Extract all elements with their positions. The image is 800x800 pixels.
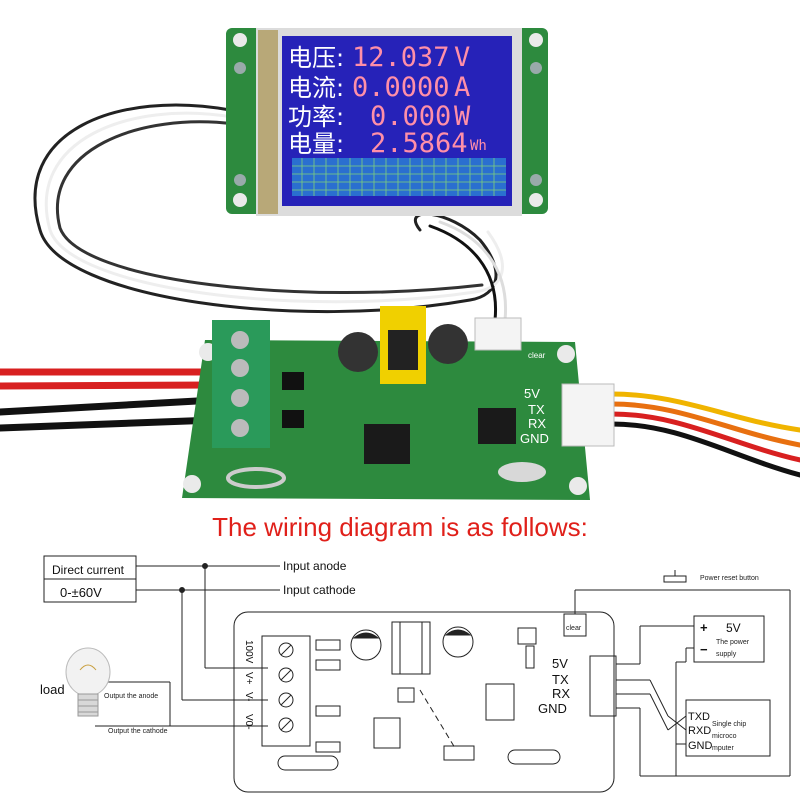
load-wires [0,368,219,432]
lcd-connector [474,317,522,351]
uart-wires [609,391,800,478]
terminal-label-vplus: V+ [243,672,254,685]
lcd-value-current: 0.0000 [352,72,450,103]
uart-connector [561,383,615,447]
wiring-caption: The wiring diagram is as follows: [212,512,588,542]
board-pin-tx: TX [528,402,545,417]
mcu-line3: mputer [712,745,734,752]
load-label: load [40,682,65,697]
psu-minus: − [700,642,708,657]
main-board: clear 5V TX RX GND [182,306,615,500]
mcu-pin-txd: TXD [688,711,710,723]
board-pin-5v: 5V [524,386,540,401]
shunt [226,467,286,489]
lcd-label-energy: 电量: [288,130,344,158]
lcd-unit-voltage: V [454,42,470,73]
diagram-clear-label: clear [566,625,582,632]
psu-voltage: 5V [726,621,741,635]
psu-plus: + [700,620,708,635]
psu-line1: The power [716,639,750,646]
mcu-pin-gnd: GND [688,740,713,752]
lightbulb-icon [65,647,111,717]
crystal [498,462,546,482]
lcd-unit-energy: Wh [470,138,487,154]
diagram-board [233,611,615,793]
dc-source-range: 0-±60V [60,585,102,600]
terminal-label-100v: 100V [243,640,254,664]
reset-button-label: Power reset button [700,575,759,582]
lcd-module: 电压: 12.037 V 电流: 0.0000 A 功率: 0.000 W 电量… [226,28,548,216]
diagram-pin-tx: TX [552,672,569,687]
diagram-pin-gnd: GND [538,701,567,716]
chip-2 [478,408,516,444]
board-pin-rx: RX [528,416,546,431]
psu-line2: supply [716,651,737,658]
lcd-unit-power: W [454,101,471,132]
input-cathode-label: Input cathode [283,583,356,597]
capacitor-left [338,332,378,372]
chip-1 [364,424,410,464]
lcd-graph-grid [292,158,506,196]
diagram-pin-rx: RX [552,686,570,701]
output-cathode-label: Output the cathode [108,728,168,735]
board-clear-label: clear [528,351,546,360]
lcd-cable [33,103,508,322]
lcd-value-energy: 2.5864 [370,128,468,159]
terminal-label-v0minus: V0- [243,714,254,730]
mcu-line1: Single chip [712,721,746,728]
lcd-label-power: 功率: [288,103,344,131]
mcu-pin-rxd: RXD [688,725,711,737]
lcd-label-voltage: 电压: [288,44,344,72]
terminal-label-vminus: V- [243,692,254,701]
input-anode-label: Input anode [283,559,347,573]
lcd-value-power: 0.000 [370,101,451,132]
dc-source-label: Direct current [52,563,125,577]
wiring-diagram [43,555,791,793]
lcd-label-current: 电流: [288,74,344,102]
mcu-line2: microco [712,733,737,740]
diagram-mcu [685,699,771,757]
capacitor-right [428,324,468,364]
diagram-psu [693,615,765,663]
board-pin-gnd: GND [520,431,549,446]
diagram-pin-5v: 5V [552,656,568,671]
lcd-value-voltage: 12.037 [352,42,450,73]
lcd-unit-current: A [454,72,470,103]
output-anode-label: Output the anode [104,693,158,700]
